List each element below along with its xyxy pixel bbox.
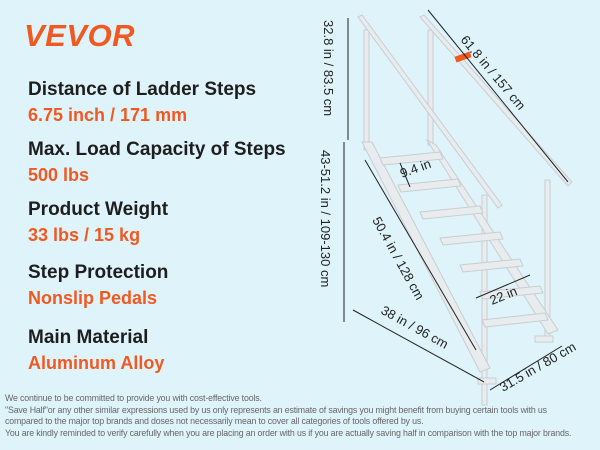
spec-weight: Product Weight 33 lbs / 15 kg	[28, 198, 168, 248]
disclaimer-line: compared to the major top brands and dos…	[5, 416, 424, 427]
step	[379, 151, 444, 166]
disclaimer: We continue to be committed to provide y…	[5, 393, 595, 439]
spec-value: Nonslip Pedals	[28, 288, 158, 308]
left-rear-post	[363, 29, 370, 151]
spec-value: Aluminum Alloy	[28, 353, 165, 373]
spec-step-distance: Distance of Ladder Steps 6.75 inch / 171…	[28, 78, 256, 128]
spec-material: Main Material Aluminum Alloy	[28, 326, 164, 376]
disclaimer-line: "Save Half"or any other similar expressi…	[5, 404, 547, 415]
left-foot-plate	[477, 377, 497, 385]
right-rear-post	[427, 29, 434, 146]
spec-label: Max. Load Capacity of Steps	[28, 139, 286, 160]
step	[439, 231, 504, 246]
rail-height-label: 32.8 in / 83.5 cm	[321, 20, 336, 116]
base-width-label: 31.5 in / 80 cm	[497, 339, 578, 395]
disclaimer-line: You are kindly reminded to verify carefu…	[5, 427, 572, 438]
spec-label: Main Material	[28, 327, 149, 348]
total-height-label: 43-51.2 in / 109-130 cm	[318, 150, 333, 287]
step	[479, 285, 544, 300]
spec-load-capacity: Max. Load Capacity of Steps 500 lbs	[28, 138, 286, 188]
spec-step-protection: Step Protection Nonslip Pedals	[28, 261, 168, 311]
spec-label: Distance of Ladder Steps	[28, 79, 257, 100]
step	[397, 178, 462, 193]
step	[481, 312, 549, 328]
left-front-post	[481, 194, 488, 406]
step-width-label: 22 in	[488, 283, 520, 307]
spec-label: Product Weight	[28, 199, 169, 220]
spec-value: 33 lbs / 15 kg	[28, 225, 141, 245]
stringer-length-label: 50.4 in / 128 cm	[369, 214, 427, 302]
spec-label: Step Protection	[28, 262, 169, 283]
brand-logo: VEVOR	[24, 18, 136, 53]
spec-value: 500 lbs	[28, 165, 90, 185]
brand-sticker	[454, 51, 472, 63]
step	[419, 205, 484, 220]
dimension-lines	[343, 9, 569, 391]
step	[459, 258, 524, 273]
right-foot-plate	[534, 335, 554, 343]
left-handrail	[357, 14, 503, 209]
disclaimer-line: We continue to be committed to provide y…	[5, 393, 262, 403]
left-stringer	[361, 141, 491, 373]
spec-value: 6.75 inch / 171 mm	[28, 105, 188, 125]
